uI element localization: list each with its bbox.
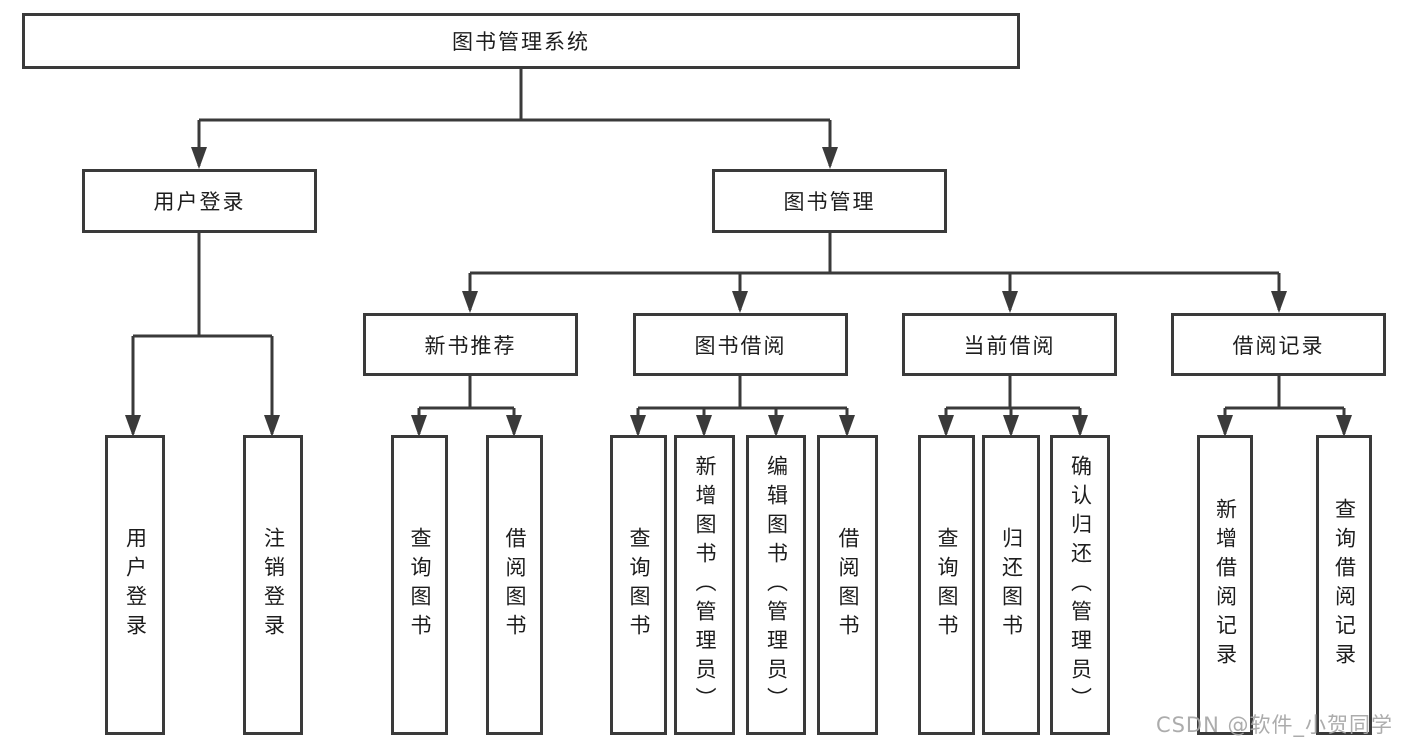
node-label: 图书管理系统 [452, 30, 590, 54]
leaf-edit-book-admin: 编辑图书（管理员） [746, 435, 806, 735]
node-label: 归还图书 [999, 527, 1024, 643]
leaf-query-books-borrow: 查询图书 [610, 435, 667, 735]
leaf-query-books-recommend: 查询图书 [391, 435, 448, 735]
arrowheads [125, 147, 1352, 437]
leaf-borrow-books: 借阅图书 [817, 435, 878, 735]
leaf-return-book: 归还图书 [982, 435, 1040, 735]
node-label: 查询图书 [627, 527, 651, 643]
leaf-logout: 注销登录 [243, 435, 303, 735]
node-book-management: 图书管理 [712, 169, 947, 233]
node-label: 编辑图书（管理员） [764, 454, 789, 716]
node-new-book-recommend: 新书推荐 [363, 313, 578, 376]
node-label: 图书管理 [783, 190, 876, 214]
node-book-borrow: 图书借阅 [633, 313, 848, 376]
leaf-confirm-return-admin: 确认归还（管理员） [1050, 435, 1110, 735]
node-label: 图书借阅 [694, 333, 787, 358]
node-label: 注销登录 [261, 527, 286, 643]
node-label: 新书推荐 [424, 333, 517, 358]
node-current-borrow: 当前借阅 [902, 313, 1117, 376]
leaf-borrow-books-recommend: 借阅图书 [486, 435, 543, 735]
node-root: 图书管理系统 [22, 13, 1020, 69]
leaf-query-books-current: 查询图书 [918, 435, 975, 735]
node-label: 查询图书 [935, 527, 959, 643]
node-borrow-records: 借阅记录 [1171, 313, 1386, 376]
leaf-query-borrow-record: 查询借阅记录 [1316, 435, 1372, 735]
node-label: 借阅记录 [1232, 333, 1325, 358]
node-label: 当前借阅 [963, 333, 1056, 358]
leaf-add-borrow-record: 新增借阅记录 [1197, 435, 1253, 735]
node-label: 用户登录 [123, 527, 148, 643]
node-label: 借阅图书 [836, 527, 860, 643]
node-label: 新增图书（管理员） [693, 454, 717, 716]
node-label: 确认归还（管理员） [1068, 454, 1093, 716]
node-label: 查询图书 [408, 527, 432, 643]
node-label: 查询借阅记录 [1332, 498, 1357, 672]
node-user-login: 用户登录 [82, 169, 317, 233]
leaf-user-login: 用户登录 [105, 435, 165, 735]
node-label: 借阅图书 [503, 527, 527, 643]
leaf-add-book-admin: 新增图书（管理员） [674, 435, 735, 735]
node-label: 新增借阅记录 [1213, 498, 1238, 672]
node-label: 用户登录 [153, 190, 246, 214]
